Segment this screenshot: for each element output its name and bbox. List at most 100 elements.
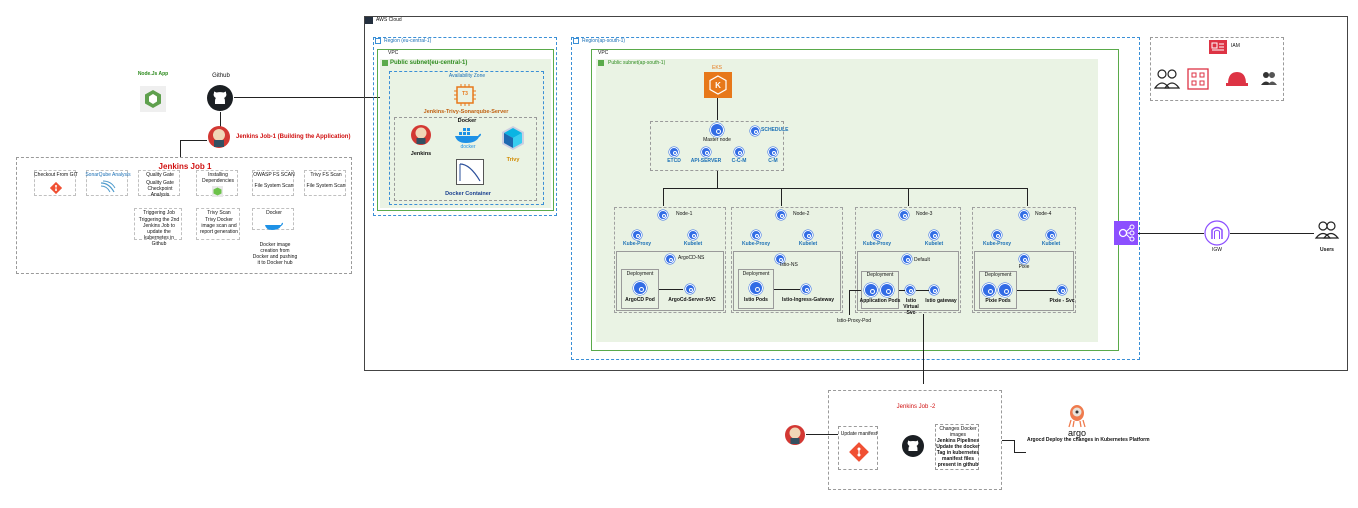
users-to-igw-connector xyxy=(1230,233,1314,234)
node3-label: Node-3 xyxy=(916,211,933,217)
node1-connector xyxy=(663,188,664,206)
node1-kubelet-label: Kubelet xyxy=(683,241,703,247)
aws-cloud-box: AWS Cloud xyxy=(364,16,1348,371)
eks-icon: K xyxy=(704,72,732,98)
node3-connector xyxy=(908,188,909,206)
node1-proxy-icon xyxy=(632,230,642,240)
npm-icon xyxy=(212,184,223,197)
node2-deploy-label: Deployment xyxy=(742,271,770,277)
eks-connector xyxy=(717,98,718,120)
step-sonarqube-label: SonarQube Analysis xyxy=(85,172,131,178)
ccm-label: C-C-M xyxy=(731,158,747,164)
region-ap-box: Region(ap-south-1) xyxy=(571,37,1140,360)
master-node-icon xyxy=(710,123,724,137)
node2-pod-label: Istio Pods xyxy=(744,297,768,303)
step-quality-gate: Quality Gate Quality Gate Checkpoint Ana… xyxy=(138,170,180,198)
node4-proxy-icon xyxy=(992,230,1002,240)
vpc-eu-label: VPC xyxy=(388,50,399,56)
node4-ns-icon xyxy=(1019,254,1029,264)
node2-svc-icon xyxy=(801,284,811,294)
aws-cloud-icon xyxy=(365,17,373,24)
svg-text:K: K xyxy=(715,81,721,90)
node3-ns-box xyxy=(857,251,959,311)
node4-proxy-label: Kube-Proxy xyxy=(982,241,1012,247)
node4-connector xyxy=(1027,188,1028,206)
iam-box xyxy=(1150,37,1284,101)
trigger-desc: Triggering the 2nd Jenkins Job to update… xyxy=(138,217,180,247)
vpc-ap-box: VPC xyxy=(591,49,1119,351)
step-quality-label: Quality Gate xyxy=(146,172,174,178)
node2-box xyxy=(731,207,843,313)
step-trivy-scan: Trivy Scan Trivy Docker image scan and r… xyxy=(196,208,240,240)
github-to-job1-connector xyxy=(220,112,221,134)
iam-users-icon xyxy=(1153,66,1181,94)
step-checkout: Checkout From GIT xyxy=(34,170,78,196)
region-eu-label: Region (eu-central-1) xyxy=(384,38,432,44)
job2-to-argo-connector-h2 xyxy=(1014,452,1026,453)
ccm-icon xyxy=(734,147,744,157)
node3-gw-icon xyxy=(929,285,939,295)
subnet-eu-icon xyxy=(382,60,388,66)
igw-icon xyxy=(1204,220,1230,246)
jenkins-server-icon xyxy=(410,124,432,146)
trivy-scan-desc: Trivy Docker image scan and report gener… xyxy=(199,217,239,235)
node3-kubelet-icon xyxy=(929,230,939,240)
docker-container-label: Docker Container xyxy=(445,191,491,197)
node3-gw-label: Istio gateway xyxy=(925,298,957,304)
docker-step-title: Docker xyxy=(266,210,282,216)
node2-svc-label: Istio-Ingress-Gateway xyxy=(782,297,834,303)
users-icon xyxy=(1314,218,1340,244)
cm-label: C-M xyxy=(768,158,778,164)
node2-proxy-icon xyxy=(751,230,761,240)
node1-arrow xyxy=(659,289,683,290)
node4-ns-box xyxy=(974,251,1074,311)
etcd-icon xyxy=(669,147,679,157)
az-label: Availability Zone xyxy=(448,73,486,79)
region-ap-label: Region(ap-south-1) xyxy=(582,38,626,44)
node1-deploy-label: Deployment xyxy=(626,271,654,277)
node2-proxy-label: Kube-Proxy xyxy=(741,241,771,247)
git-manifest-icon xyxy=(849,442,869,462)
step-sonarqube: SonarQube Analysis xyxy=(85,170,131,196)
api-label: API-SERVER xyxy=(690,158,722,164)
node3-pod-icon-b xyxy=(880,283,894,297)
trivy-scan-title: Trivy Scan xyxy=(207,210,231,216)
node4-pod-icon-b xyxy=(998,283,1012,297)
job2-to-argo-connector-h1 xyxy=(1002,440,1014,441)
job2-box: Jenkins Job -2 xyxy=(828,390,1002,490)
schedule-label: SCHEDULE xyxy=(761,127,789,133)
node4-ns-label: Pixie xyxy=(1018,264,1030,270)
change-title: Changes Docker images xyxy=(939,426,977,438)
node2-ns-box xyxy=(733,251,841,311)
node2-connector xyxy=(781,188,782,206)
aws-cloud-label: AWS Cloud xyxy=(376,17,402,23)
node1-icon xyxy=(658,210,668,220)
node4-arrow xyxy=(1017,290,1057,291)
docker-container-icon xyxy=(456,159,484,185)
step-docker: Docker xyxy=(252,208,294,230)
iam-group-icon xyxy=(1260,70,1278,86)
master-down-connector xyxy=(717,171,718,188)
svg-text:docker: docker xyxy=(460,144,475,148)
trigger-title: Triggering Job xyxy=(143,210,175,216)
node4-deploy-box xyxy=(979,271,1017,309)
node4-label: Node-4 xyxy=(1035,211,1052,217)
api-icon xyxy=(701,147,711,157)
step-checkout-label: Checkout From GIT xyxy=(34,172,78,178)
node4-pod-label: Pixie Pods xyxy=(985,298,1011,304)
step-dependencies: Installing Dependencies xyxy=(196,170,238,197)
job2-title: Jenkins Job -2 xyxy=(896,404,936,410)
jenkins-job2-icon xyxy=(784,424,806,446)
step-owasp: OWASP FS SCAN File System Scan xyxy=(252,170,295,196)
node1-svc-icon xyxy=(685,284,695,294)
cm-icon xyxy=(768,147,778,157)
step-trigger: Triggering Job Triggering the 2nd Jenkin… xyxy=(134,208,182,247)
ec2-t3-icon: T3 xyxy=(454,84,476,106)
node3-icon xyxy=(899,210,909,220)
node1-label: Node-1 xyxy=(676,211,693,217)
step-dependencies-label: Installing Dependencies xyxy=(202,172,234,184)
node1-ns-box xyxy=(616,251,724,311)
iam-label: IAM xyxy=(1231,43,1240,49)
node1-kubelet-icon xyxy=(688,230,698,240)
nodejs-icon xyxy=(140,86,166,112)
